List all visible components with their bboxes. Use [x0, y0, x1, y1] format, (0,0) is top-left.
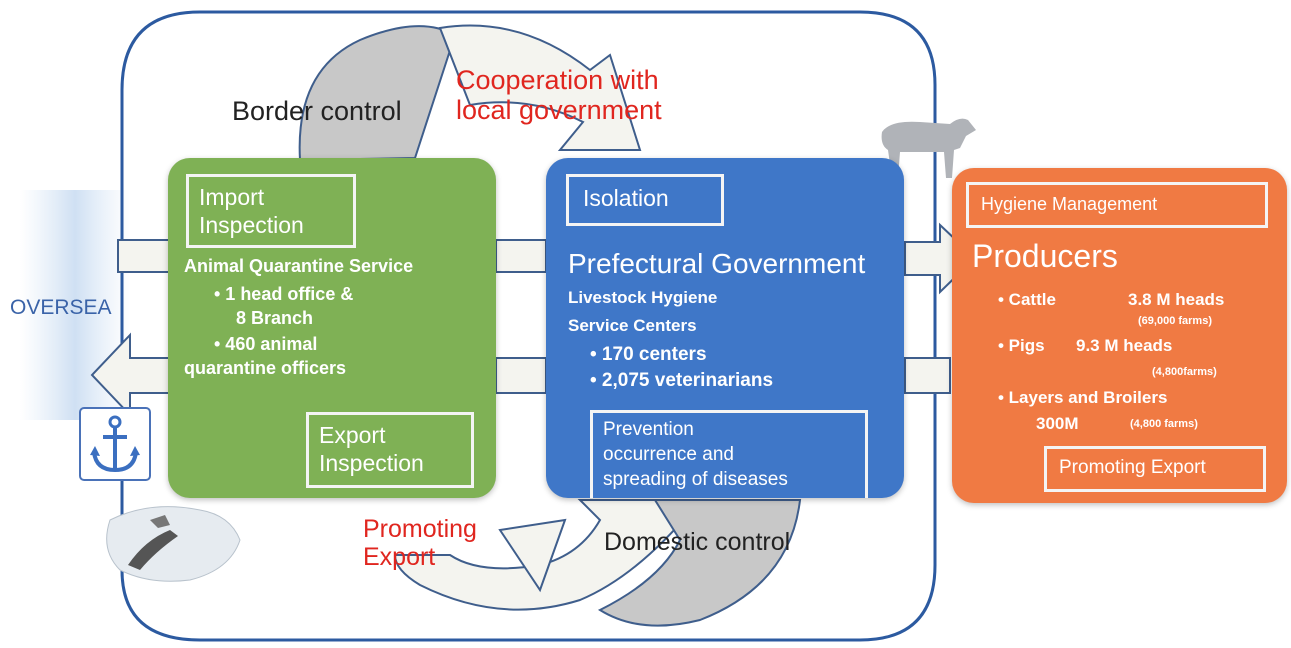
producers-title: Producers — [972, 238, 1118, 274]
pigs-farms: (4,800farms) — [1152, 366, 1217, 378]
domestic-control-label: Domestic control — [604, 528, 791, 556]
import-inspection-box: Import Inspection — [186, 174, 356, 248]
cow-icon — [881, 118, 976, 178]
bottom-cycle-grey — [597, 499, 802, 627]
prefectural-government-panel: Isolation Prefectural Government Livesto… — [546, 158, 904, 498]
export-line2: Inspection — [319, 450, 424, 476]
cooperation-label: Cooperation with local government — [456, 65, 662, 125]
prevention-box: Prevention occurrence and spreading of d… — [590, 410, 868, 498]
bottom-cycle-head — [498, 518, 567, 593]
left-arrow-to-oversea — [90, 332, 171, 418]
layers-farms: (4,800 farms) — [1130, 418, 1198, 430]
top-cycle-arrow — [438, 24, 642, 151]
cattle-value: 3.8 M heads — [1128, 290, 1225, 309]
outer-frame — [120, 10, 937, 642]
promoting-export-label: Promoting Export — [363, 515, 477, 571]
prevention-line1: Prevention — [603, 419, 694, 440]
promoting-export-line2: Export — [363, 543, 436, 571]
producers-panel: Hygiene Management Producers • Cattle 3.… — [952, 168, 1287, 503]
blue-bullet2: • 2,075 veterinarians — [590, 370, 774, 391]
cattle-label: • Cattle — [998, 290, 1056, 309]
import-line2: Inspection — [199, 212, 304, 238]
export-line1: Export — [319, 422, 386, 448]
prevention-line3: spreading of diseases — [603, 469, 788, 490]
livestock-line1: Livestock Hygiene — [568, 288, 718, 307]
export-inspection-box: Export Inspection — [306, 412, 474, 488]
cooperation-line1: Cooperation with — [456, 65, 659, 95]
border-control-label: Border control — [232, 96, 402, 126]
promoting-export-line1: Promoting — [363, 515, 477, 543]
green-bullet2-line2: quarantine officers — [184, 358, 347, 378]
hygiene-management-box: Hygiene Management — [966, 182, 1268, 228]
green-bullet2-line1: • 460 animal — [214, 334, 318, 354]
pigs-value: 9.3 M heads — [1076, 336, 1173, 355]
promoting-export-box: Promoting Export — [1044, 446, 1266, 492]
green-bullet1-line2: 8 Branch — [236, 308, 314, 328]
prevention-line2: occurrence and — [603, 444, 734, 465]
blue-bullet1: • 170 centers — [590, 344, 707, 365]
isolation-box: Isolation — [566, 174, 724, 226]
anchor-icon — [79, 407, 151, 481]
green-bullet1-line1: • 1 head office & — [214, 284, 354, 304]
livestock-line2: Service Centers — [568, 316, 697, 335]
service-title: Animal Quarantine Service — [184, 256, 414, 276]
layers-label: • Layers and Broilers — [998, 388, 1168, 407]
oversea-label: OVERSEA — [10, 296, 112, 319]
pigs-label: • Pigs — [998, 336, 1045, 355]
quarantine-service-panel: Import Inspection Animal Quarantine Serv… — [168, 158, 496, 498]
top-cycle-grey — [298, 25, 457, 162]
import-line1: Import — [199, 184, 265, 210]
cooperation-line2: local government — [456, 95, 662, 125]
prefectural-title: Prefectural Government — [568, 248, 866, 279]
japan-map-icon — [106, 506, 241, 582]
cattle-farms: (69,000 farms) — [1138, 315, 1212, 327]
layers-value: 300M — [1036, 414, 1079, 433]
